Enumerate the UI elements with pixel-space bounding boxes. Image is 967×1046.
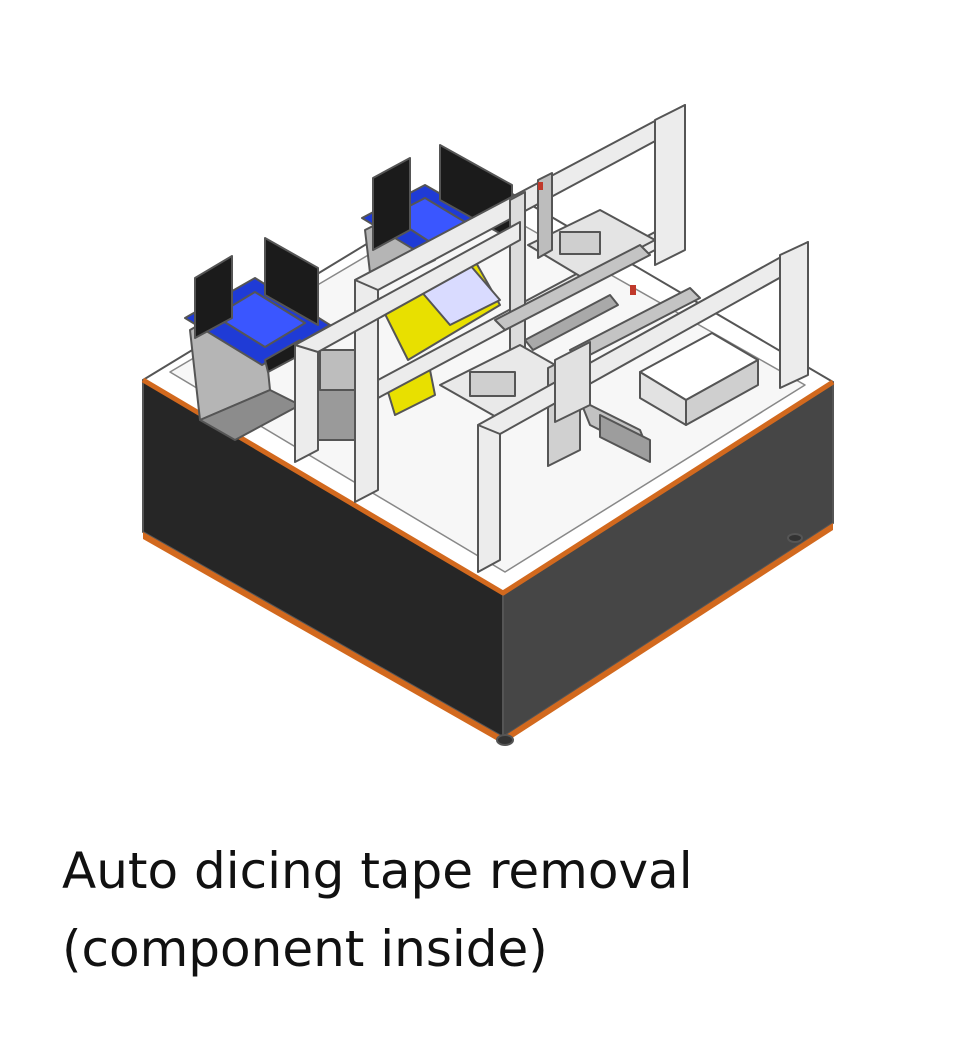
machinery-block-left-b — [319, 349, 361, 391]
machine-illustration — [141, 104, 835, 746]
actuator-motor — [599, 414, 651, 463]
blue-tray-front-inner — [214, 291, 306, 348]
front-frame-right-post — [654, 104, 686, 266]
right-frame-carriage — [554, 341, 591, 423]
right-frame-left-post — [477, 413, 501, 573]
foot-front — [496, 734, 514, 746]
caption-line-2: (component inside) — [62, 920, 548, 978]
upper-carriage-block — [559, 231, 601, 255]
linear-rail-mid — [524, 294, 619, 351]
guard-plate-back-a — [372, 157, 411, 251]
figure-caption: Auto dicing tape removal (component insi… — [62, 832, 922, 988]
caption-line-1: Auto dicing tape removal — [62, 842, 693, 900]
waste-box-right — [685, 359, 759, 426]
foot-right — [787, 533, 803, 543]
indicator-red-b — [538, 182, 543, 190]
guard-plate-front-b — [264, 237, 319, 326]
upper-vertical-slide — [537, 172, 553, 259]
linear-rail-upper — [494, 244, 651, 331]
left-frame-beam — [294, 221, 521, 353]
lower-carriage-block — [469, 371, 516, 397]
guard-plate-front-a — [194, 255, 233, 339]
indicator-red — [630, 285, 636, 295]
cabinet-top-trim — [141, 377, 835, 596]
right-frame-right-post — [779, 241, 809, 389]
